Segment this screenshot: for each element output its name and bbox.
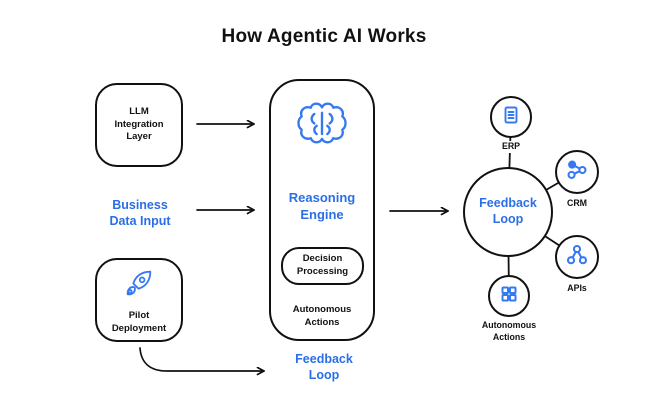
- share-icon: [564, 157, 590, 188]
- feedback-loop-hub: Feedback Loop: [463, 167, 553, 257]
- arrow-pilot-to-feedback: [139, 347, 265, 371]
- brain-icon: [293, 98, 351, 155]
- feedback-loop-hub-label: Feedback Loop: [479, 196, 537, 226]
- autonomous-actions-node-label: Autonomous Actions: [472, 320, 546, 344]
- erp-label: ERP: [491, 141, 531, 153]
- decision-processing-label: Decision Processing: [296, 253, 349, 277]
- flow-arrows: [139, 124, 449, 371]
- llm-box-label: LLM Integration Layer: [114, 105, 164, 143]
- crm-node: [555, 150, 599, 194]
- reasoning-engine-label: Reasoning Engine: [288, 190, 356, 222]
- crm-label: CRM: [557, 198, 597, 210]
- business-data-input-label: Business Data Input: [109, 198, 171, 229]
- pilot-deployment-box: Pilot Deployment: [95, 258, 183, 342]
- apis-node: [555, 235, 599, 279]
- autonomous-actions-node: [488, 275, 530, 317]
- feedback-loop-exit-label: Feedback Loop: [295, 352, 353, 383]
- llm-integration-layer-box: LLM Integration Layer: [95, 83, 183, 167]
- autonomous-actions-label: Autonomous Actions: [292, 304, 352, 328]
- pilot-box-label: Pilot Deployment: [111, 310, 167, 334]
- document-icon: [499, 103, 523, 132]
- rocket-icon: [122, 266, 156, 305]
- erp-node: [490, 96, 532, 138]
- grid-icon: [497, 282, 521, 311]
- apis-label: APIs: [557, 283, 597, 295]
- page-title: How Agentic AI Works: [221, 26, 427, 47]
- network-icon: [564, 242, 590, 273]
- decision-processing-box: Decision Processing: [281, 247, 364, 285]
